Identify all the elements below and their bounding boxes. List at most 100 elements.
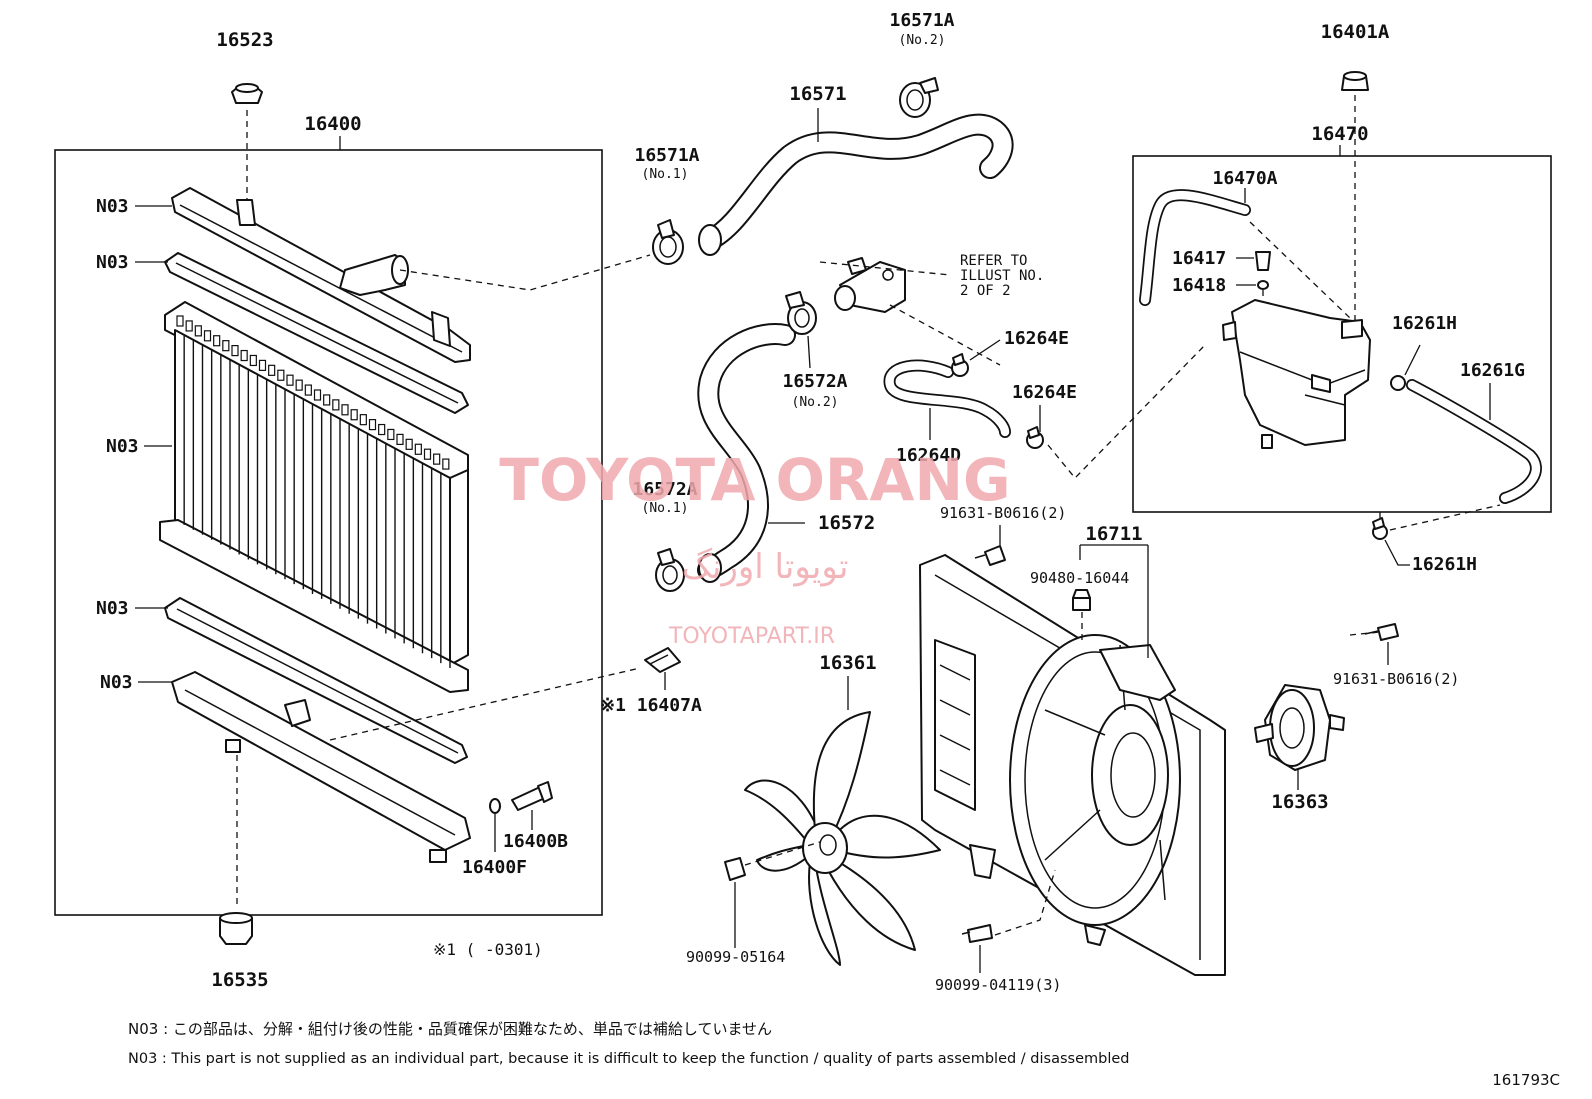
- core-tube-tab: [378, 423, 386, 436]
- footer-note-english: N03 : This part is not supplied as an in…: [128, 1051, 1129, 1067]
- label-16470A: 16470A: [1212, 168, 1277, 189]
- core-tube-tab: [295, 379, 303, 391]
- core-tube-tab: [203, 330, 212, 342]
- label-16400B: 16400B: [503, 831, 568, 852]
- lower-radiator-hose-16572[interactable]: [699, 325, 794, 579]
- label-16418: 16418: [1172, 275, 1226, 296]
- o-ring-16400F: [489, 798, 501, 814]
- label-16401A: 16401A: [1321, 21, 1390, 43]
- hose-clamp-16572A-no1[interactable]: [655, 548, 685, 592]
- label-16261G: 16261G: [1460, 360, 1525, 381]
- hose-clamp-16261H-b[interactable]: [1372, 517, 1388, 540]
- core-tube-tab: [341, 404, 349, 416]
- core-tube-tab: [442, 458, 450, 470]
- bolt-90480-16044[interactable]: [1072, 589, 1091, 611]
- core-tube-tab: [423, 448, 432, 460]
- core-tube-tab: [396, 433, 404, 445]
- core-tube-tab: [350, 409, 358, 421]
- cooling-fan-16361[interactable]: [744, 711, 941, 966]
- label-16264E-a: 16264E: [1004, 328, 1069, 349]
- hose-clamp-16264E-b[interactable]: [1026, 426, 1044, 449]
- bolt-91631-right[interactable]: [1364, 623, 1399, 641]
- core-tube-tab: [240, 349, 248, 362]
- core-tube-tab: [368, 419, 377, 431]
- water-outlet: [834, 257, 906, 313]
- hose-clamp-16571A-no1[interactable]: [652, 219, 684, 265]
- fitting-16417[interactable]: [1255, 251, 1271, 271]
- bolt-90099-04119[interactable]: [961, 924, 993, 943]
- label-n03-lower-gasket: N03: [96, 598, 129, 619]
- nut-90099-05164[interactable]: [724, 857, 746, 881]
- label-16571: 16571: [789, 83, 846, 105]
- label-16711: 16711: [1085, 523, 1142, 545]
- label-refer-line3: 2 OF 2: [960, 283, 1011, 299]
- label-n03-upper-gasket: N03: [96, 252, 129, 273]
- core-tube-tab: [249, 354, 257, 367]
- drain-plug-16407A[interactable]: [644, 647, 681, 673]
- bypass-hose-16264D[interactable]: [885, 361, 1010, 437]
- gasket-16418: [1257, 280, 1269, 290]
- upper-radiator-hose-16571[interactable]: [701, 115, 1012, 249]
- label-16572A-no1: 16572A: [632, 479, 697, 500]
- radiator-cap-16523[interactable]: [231, 83, 263, 104]
- label-90099-04119: 90099-04119(3): [935, 976, 1061, 994]
- label-16264E-b: 16264E: [1012, 382, 1077, 403]
- label-16572: 16572: [818, 512, 875, 534]
- label-16417: 16417: [1172, 248, 1226, 269]
- label-16571A-no1: 16571A: [634, 145, 699, 166]
- reserve-tank-box: [1132, 155, 1552, 513]
- label-16571A-no1-sub: (No.1): [642, 167, 689, 182]
- core-tube-tab: [286, 374, 294, 386]
- label-16572A-no1-sub: (No.1): [642, 501, 689, 516]
- hose-clamp-16264E-a[interactable]: [951, 353, 969, 377]
- fan-motor-16363[interactable]: [1254, 684, 1345, 771]
- label-16363: 16363: [1271, 791, 1328, 813]
- label-16571A-no2: 16571A: [889, 10, 954, 31]
- label-16361: 16361: [819, 652, 876, 674]
- reservoir-cap-16401A[interactable]: [1341, 71, 1369, 91]
- core-tube-tab: [359, 414, 367, 426]
- drain-cock-16400B[interactable]: [511, 781, 553, 811]
- core-tube-tab: [387, 428, 395, 441]
- watermark-site: TOYOTAPART.IR: [668, 624, 835, 649]
- label-n03-core: N03: [106, 436, 139, 457]
- label-16261H-b: 16261H: [1412, 554, 1477, 575]
- reservoir-tank[interactable]: [1222, 299, 1371, 449]
- core-tube-tab: [433, 453, 441, 465]
- label-16261H-a: 16261H: [1392, 313, 1457, 334]
- label-16535: 16535: [211, 969, 268, 991]
- lower-mount-16535[interactable]: [219, 912, 253, 945]
- label-91631-left: 91631-B0616(2): [940, 504, 1066, 522]
- label-16523: 16523: [216, 29, 273, 51]
- label-16407A: ※1 16407A: [600, 695, 702, 716]
- core-tube-tab: [323, 394, 331, 406]
- radiator-group-box: [54, 149, 603, 916]
- core-tube-tab: [194, 325, 202, 337]
- hose-clamp-16572A-no2[interactable]: [785, 291, 817, 335]
- core-tube-tab: [313, 389, 322, 401]
- reservoir-hose-16261G[interactable]: [1407, 380, 1541, 503]
- lower-tank[interactable]: [171, 671, 471, 863]
- bolt-91631-left[interactable]: [974, 545, 1006, 566]
- label-refer-line2: ILLUST NO.: [960, 268, 1044, 284]
- core-tube-tab: [304, 384, 312, 396]
- label-note-star1: ※1 ( -0301): [433, 940, 543, 959]
- fan-shroud-16711[interactable]: [919, 554, 1226, 976]
- label-16572A-no2-sub: (No.2): [792, 395, 839, 410]
- core-tube-tab: [213, 335, 221, 347]
- label-n03-upper-tank: N03: [96, 196, 129, 217]
- radiator-core-fins: [174, 315, 451, 668]
- hose-clamp-16571A-no2[interactable]: [899, 77, 939, 118]
- label-16400: 16400: [304, 113, 361, 135]
- footer-note-japanese: N03 : この部品は、分解・組付け後の性能・品質確保が困難なため、単品では補給…: [128, 1020, 772, 1038]
- core-tube-tab: [231, 345, 239, 357]
- core-tube-tab: [277, 369, 285, 381]
- core-tube-tab: [185, 320, 193, 332]
- hose-clamp-16261H-a[interactable]: [1390, 375, 1406, 391]
- label-90480-16044: 90480-16044: [1030, 569, 1129, 587]
- label-16400F: 16400F: [462, 857, 527, 878]
- core-tube-tab: [405, 438, 413, 450]
- overflow-hose-16470A[interactable]: [1140, 190, 1250, 305]
